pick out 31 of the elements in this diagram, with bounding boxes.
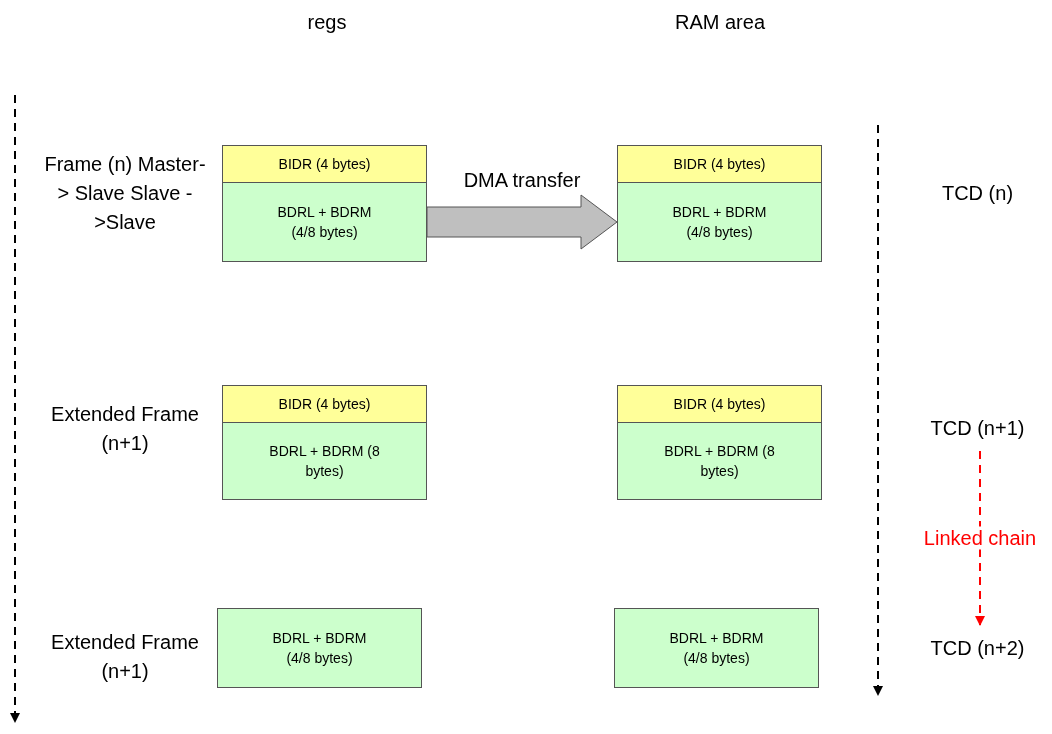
register-box bbox=[617, 182, 822, 262]
register-name: BDRL + BDRM (4/8 bytes) bbox=[271, 629, 368, 668]
register-name: BIDR (4 bytes) bbox=[278, 396, 371, 412]
register-name: BIDR (4 bytes) bbox=[673, 396, 766, 412]
register-box bbox=[617, 385, 822, 423]
tcd-label: TCD (n) bbox=[941, 181, 1014, 205]
frame-label: Frame (n) Master-> Slave Slave ->Slave bbox=[43, 152, 207, 235]
tcd-label: TCD (n+2) bbox=[930, 636, 1025, 660]
edge-label: Linked chain bbox=[923, 526, 1037, 550]
column-heading: RAM area bbox=[674, 10, 766, 35]
register-name: BIDR (4 bytes) bbox=[673, 156, 766, 172]
register-box bbox=[614, 608, 819, 688]
arrow bbox=[975, 450, 985, 626]
register-box bbox=[222, 422, 427, 500]
register-box bbox=[222, 182, 427, 262]
register-box bbox=[617, 145, 822, 183]
frame-label: Extended Frame (n+1) bbox=[50, 630, 200, 684]
frame-label: Extended Frame (n+1) bbox=[50, 402, 200, 456]
register-box bbox=[222, 385, 427, 423]
tcd-label: TCD (n+1) bbox=[930, 416, 1025, 440]
register-box bbox=[617, 422, 822, 500]
register-box bbox=[217, 608, 422, 688]
register-name: BDRL + BDRM (4/8 bytes) bbox=[276, 203, 373, 242]
register-name: BDRL + BDRM (4/8 bytes) bbox=[668, 629, 765, 668]
column-heading: regs bbox=[306, 10, 348, 35]
block-arrow bbox=[426, 194, 618, 250]
register-name: BDRL + BDRM (4/8 bytes) bbox=[671, 203, 768, 242]
register-name: BDRL + BDRM (8 bytes) bbox=[268, 442, 381, 481]
register-box bbox=[222, 145, 427, 183]
register-name: BIDR (4 bytes) bbox=[278, 156, 371, 172]
register-name: BDRL + BDRM (8 bytes) bbox=[663, 442, 776, 481]
